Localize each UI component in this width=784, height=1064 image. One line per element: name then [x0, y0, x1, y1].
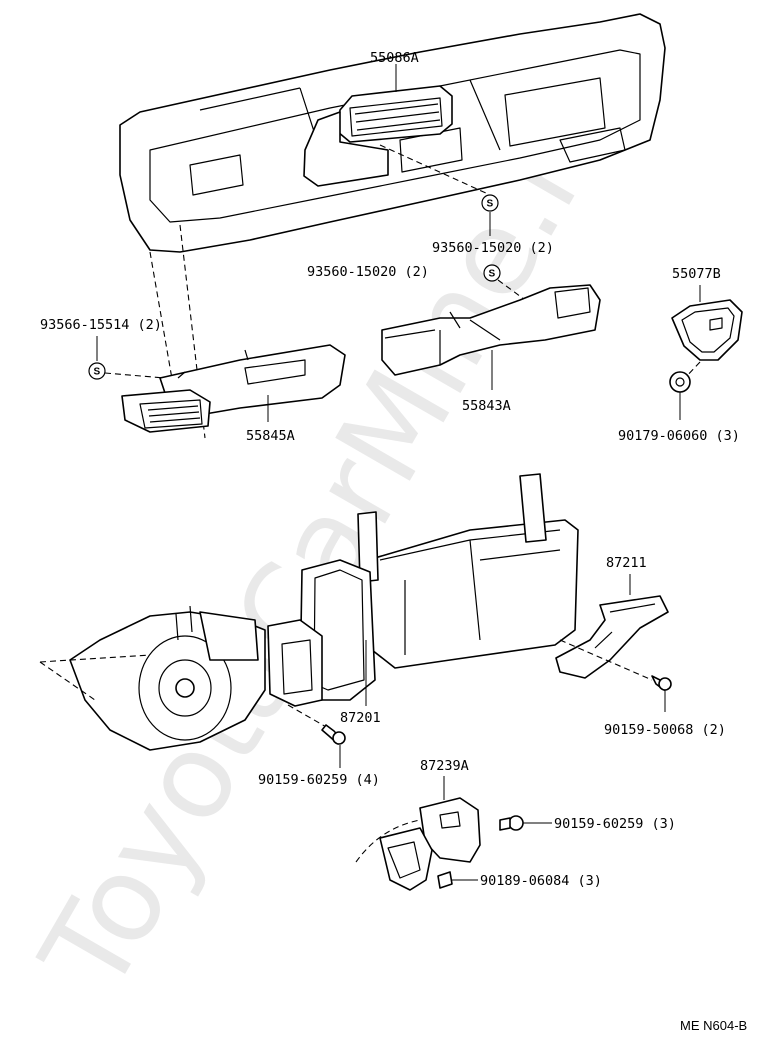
clip-symbol-left — [88, 362, 106, 380]
label-93560-15020-upper: 93560-15020 (2) — [432, 240, 554, 256]
center-vent-55086A — [303, 85, 453, 187]
footer-code: ME N604-B — [680, 1018, 747, 1033]
cover-87239A — [379, 797, 481, 891]
label-93566-15514: 93566-15514 (2) — [40, 317, 162, 333]
cover-clip — [437, 871, 453, 889]
side-vent-nut — [669, 371, 691, 393]
label-55086A: 55086A — [370, 50, 419, 66]
clip-symbol-lower-letter: S — [489, 269, 496, 280]
center-duct-55843A — [381, 284, 601, 376]
label-90159-60259-unit: 90159-60259 (4) — [258, 772, 380, 788]
clip-symbol-upper — [481, 194, 499, 212]
right-duct-87211 — [555, 595, 669, 679]
right-screw — [651, 675, 672, 691]
side-vent-55077B — [671, 299, 743, 361]
label-90179-06060: 90179-06060 (3) — [618, 428, 740, 444]
label-90159-60259-cover: 90159-60259 (3) — [554, 816, 676, 832]
label-87239A: 87239A — [420, 758, 469, 774]
label-87211: 87211 — [606, 555, 647, 571]
unit-screw — [321, 724, 346, 745]
cover-screw — [499, 815, 524, 831]
label-55077B: 55077B — [672, 266, 721, 282]
left-duct-55845A — [121, 344, 346, 433]
label-90189-06084: 90189-06084 (3) — [480, 873, 602, 889]
label-55843A: 55843A — [462, 398, 511, 414]
label-87201: 87201 — [340, 710, 381, 726]
heater-unit-87201 — [267, 473, 579, 707]
clip-symbol-lower — [483, 264, 501, 282]
clip-symbol-upper-letter: S — [487, 199, 494, 210]
label-55845A: 55845A — [246, 428, 295, 444]
blower-assembly — [69, 605, 266, 751]
label-93560-15020-lower: 93560-15020 (2) — [307, 264, 429, 280]
label-90159-50068: 90159-50068 (2) — [604, 722, 726, 738]
clip-symbol-left-letter: S — [94, 367, 101, 378]
